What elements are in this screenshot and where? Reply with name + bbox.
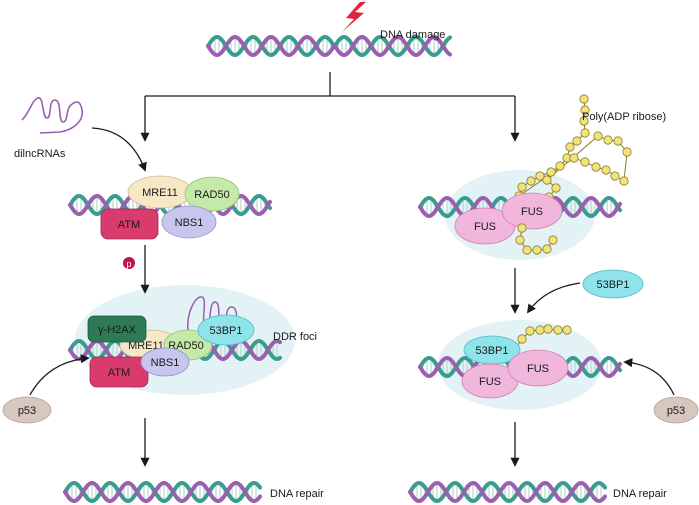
branch-connector — [140, 72, 520, 142]
53bp1-free-label: 53BP1 — [596, 279, 629, 291]
dna-repair-left-label: DNA repair — [270, 488, 324, 500]
nbs1-protein-foci: NBS1 — [140, 347, 190, 377]
dna-repair-right-label: DNA repair — [613, 488, 667, 500]
atm-protein: ATM — [100, 208, 159, 240]
fus-protein-3: FUS — [461, 363, 519, 399]
p53-protein-left: p53 — [2, 396, 52, 424]
nbs1-foci-label: NBS1 — [151, 357, 180, 369]
fus-2-label: FUS — [521, 206, 543, 218]
p53-right-label: p53 — [667, 405, 685, 417]
dna-damage-label: DNA damage — [380, 29, 445, 41]
fus-protein-2: FUS — [501, 192, 563, 230]
dna-helix-damaged-left — [206, 34, 335, 58]
arrow-p53-left — [29, 354, 90, 396]
fus-protein-4: FUS — [507, 349, 569, 387]
gh2ax-label: γ-H2AX — [98, 324, 137, 336]
p53-protein-right: p53 — [653, 396, 699, 424]
arrow-p53-right — [623, 358, 675, 396]
fus-4-label: FUS — [527, 363, 549, 375]
fus-3-label: FUS — [479, 376, 501, 388]
rad50-protein: RAD50 — [184, 176, 240, 212]
dilncrnas-label: dilncRNAs — [14, 148, 66, 160]
nbs1-label: NBS1 — [175, 217, 204, 229]
arrow-53bp1-recruit — [526, 282, 581, 314]
dna-helix-repair-left — [63, 480, 262, 504]
53bp1-foci-label: 53BP1 — [209, 325, 242, 337]
dna-helix-damaged-right — [333, 34, 452, 58]
phospho-marker-icon — [123, 257, 135, 269]
nbs1-protein: NBS1 — [161, 205, 217, 239]
poly-adp-ribose-label: Poly(ADP ribose) — [582, 111, 666, 123]
arrow-dilncrna-to-complex — [91, 127, 147, 172]
53bp1-protein-free: 53BP1 — [582, 269, 644, 299]
atm-foci-label: ATM — [108, 367, 130, 379]
phospho-label: p — [126, 259, 131, 269]
rad50-foci-label: RAD50 — [168, 340, 203, 352]
dilncrna-squiggle — [21, 97, 83, 134]
mre11-protein: MRE11 — [127, 175, 193, 209]
poly-adp-ribose-branch — [515, 223, 558, 255]
mre11-label: MRE11 — [142, 187, 178, 199]
53bp1-protein-foci: 53BP1 — [197, 314, 255, 346]
rad50-label: RAD50 — [194, 189, 229, 201]
atm-protein-foci: ATM — [89, 356, 149, 388]
53bp1-bound-label: 53BP1 — [475, 345, 508, 357]
ddr-foci-label: DDR foci — [273, 331, 317, 343]
lightning-bolt-icon — [342, 2, 366, 32]
p53-left-label: p53 — [18, 405, 36, 417]
atm-label: ATM — [118, 219, 140, 231]
gh2ax-protein: γ-H2AX — [87, 315, 147, 343]
fus-1-label: FUS — [474, 221, 496, 233]
dna-helix-repair-right — [408, 480, 607, 504]
dilncrna-at-foci — [187, 296, 238, 335]
